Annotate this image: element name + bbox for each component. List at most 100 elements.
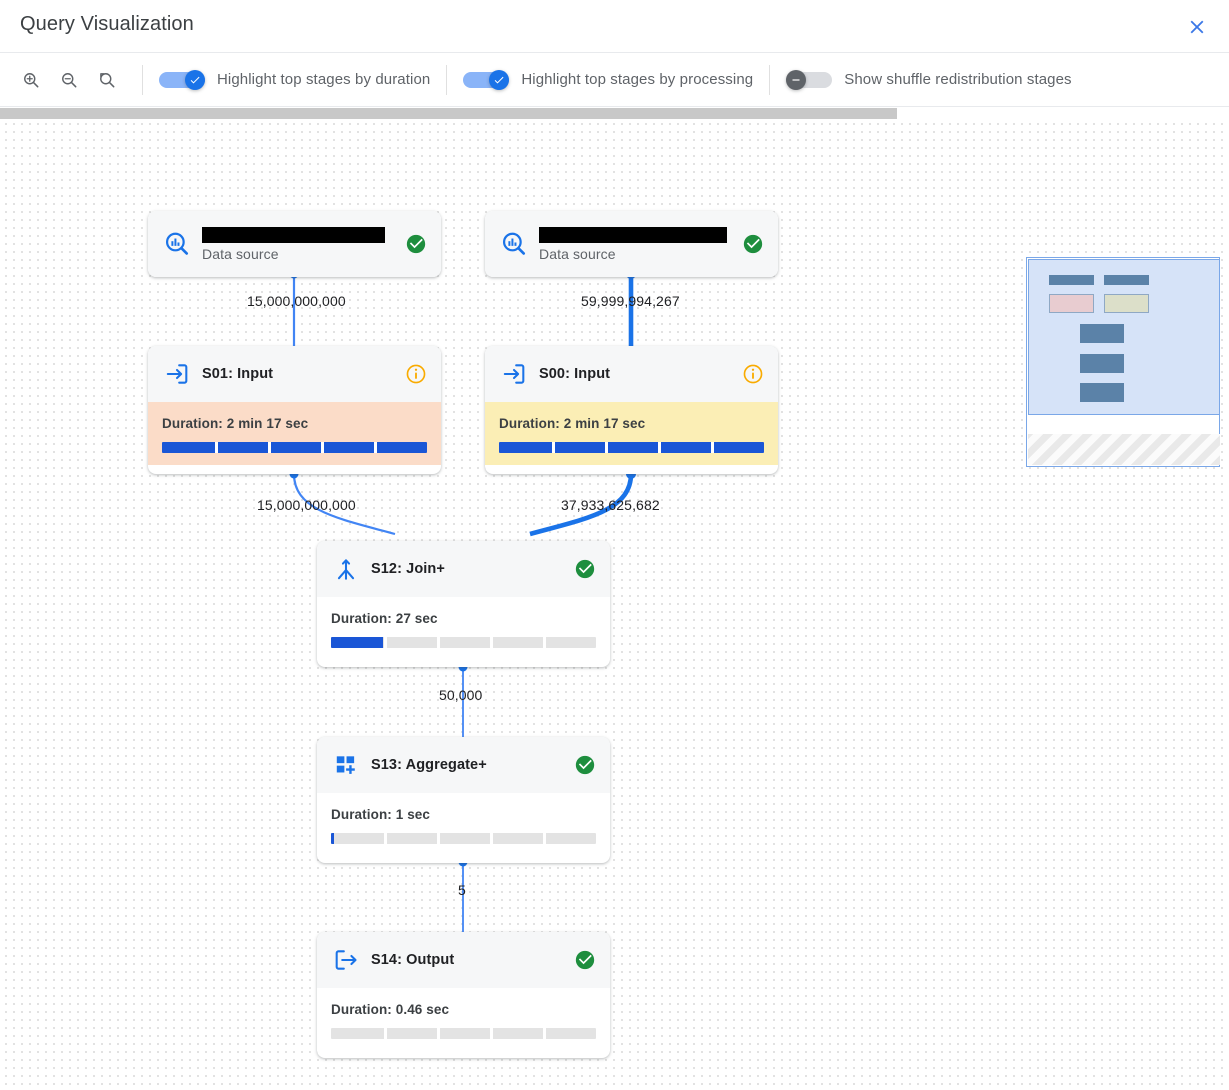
redacted-title (202, 226, 385, 243)
node-body: Duration: 27 sec (317, 597, 610, 660)
edge-label-rows: 15,000,000,000 (247, 293, 346, 309)
progress-bar (162, 442, 427, 453)
minimap-node-highlight-duration (1049, 294, 1094, 313)
toolbar: Highlight top stages by duration Highlig… (0, 53, 1229, 107)
node-body: Duration: 1 sec (317, 793, 610, 856)
node-stage-S12[interactable]: S12: Join+ Duration: 27 sec (317, 541, 610, 667)
check-circle-icon (575, 755, 595, 775)
check-icon (190, 76, 200, 83)
minimap-node (1080, 354, 1124, 373)
node-stage-S13[interactable]: S13: Aggregate+ Duration: 1 sec (317, 737, 610, 863)
minus-icon (792, 78, 800, 81)
node-title: S13: Aggregate+ (371, 757, 487, 773)
minimap-viewport[interactable] (1028, 259, 1220, 415)
dialog-header: Query Visualization (0, 0, 1229, 53)
progress-bar (331, 1028, 596, 1039)
join-merge-icon (331, 554, 361, 584)
minimap-node (1080, 324, 1124, 343)
node-data-source-0[interactable]: Data source (148, 211, 441, 277)
toolbar-divider (446, 64, 448, 95)
info-circle-icon (743, 364, 763, 384)
edge-s01-s12 (292, 473, 396, 536)
switch-thumb (786, 69, 807, 90)
redacted-title (539, 226, 727, 243)
toolbar-divider (769, 64, 771, 95)
toggle-highlight-processing[interactable]: Highlight top stages by processing (463, 53, 753, 106)
zoom-in-button[interactable] (14, 63, 48, 97)
status-badge-info[interactable] (405, 363, 427, 385)
zoom-reset-button[interactable] (90, 63, 124, 97)
check-circle-icon (406, 234, 426, 254)
close-button[interactable] (1179, 9, 1215, 45)
horizontal-scrollbar[interactable] (0, 108, 1229, 119)
node-header: S01: Input (148, 346, 441, 402)
progress-bar (331, 637, 596, 648)
zoom-in-icon (24, 72, 39, 87)
toggle-switch-shuffle[interactable] (786, 69, 833, 90)
status-badge-success (574, 754, 596, 776)
duration-label: Duration: 2 min 17 sec (162, 416, 309, 431)
minimap-node (1049, 275, 1094, 285)
data-source-subtitle: Data source (202, 245, 279, 262)
duration-label: Duration: 1 sec (331, 807, 431, 822)
input-arrow-icon (162, 359, 192, 389)
switch-thumb (489, 69, 510, 90)
duration-label: Duration: 2 min 17 sec (499, 416, 646, 431)
node-header: S00: Input (485, 346, 778, 402)
graph-canvas[interactable]: 15,000,000,000 59,999,994,267 15,000,000… (0, 119, 1229, 1090)
zoom-out-button[interactable] (52, 63, 86, 97)
minimap-node (1104, 275, 1149, 285)
toggle-label-processing: Highlight top stages by processing (521, 71, 754, 88)
node-stage-S00[interactable]: S00: Input Duration: 2 min 17 sec (485, 346, 778, 474)
node-body: Duration: 2 min 17 sec (485, 402, 778, 465)
switch-thumb (185, 69, 205, 90)
minimap[interactable] (1026, 257, 1220, 467)
toggle-highlight-duration[interactable]: Highlight top stages by duration (159, 53, 430, 106)
node-header: S13: Aggregate+ (317, 737, 610, 793)
bigquery-datasource-icon (499, 229, 529, 259)
node-title: S12: Join+ (371, 561, 445, 577)
check-circle-icon (575, 950, 595, 970)
status-badge-success (574, 949, 596, 971)
page-title: Query Visualization (20, 13, 194, 35)
info-circle-icon (406, 364, 426, 384)
toggle-label-duration: Highlight top stages by duration (217, 71, 431, 88)
node-header: S12: Join+ (317, 541, 610, 597)
edge-s00-s12 (529, 473, 634, 537)
minimap-offscreen-area (1028, 434, 1220, 465)
edge-label-rows: 50,000 (439, 687, 483, 703)
scrollbar-thumb[interactable] (0, 108, 897, 119)
edge-label-rows: 59,999,994,267 (581, 293, 680, 309)
status-badge-info[interactable] (742, 363, 764, 385)
node-data-source-1[interactable]: Data source (485, 211, 778, 277)
edge-label-rows: 37,933,625,682 (561, 497, 660, 513)
input-arrow-icon (499, 359, 529, 389)
node-body: Duration: 2 min 17 sec (148, 402, 441, 465)
duration-label: Duration: 0.46 sec (331, 1002, 450, 1017)
status-badge-success (574, 558, 596, 580)
progress-bar (499, 442, 764, 453)
zoom-controls (0, 63, 126, 97)
close-icon (1190, 20, 1204, 34)
bigquery-datasource-icon (162, 229, 192, 259)
edge-label-rows: 5 (458, 882, 466, 898)
status-badge-success (405, 233, 427, 255)
aggregate-plus-icon (331, 750, 361, 780)
toggle-show-shuffle[interactable]: Show shuffle redistribution stages (786, 53, 1072, 106)
toggle-label-shuffle: Show shuffle redistribution stages (844, 71, 1072, 88)
check-icon (495, 76, 504, 83)
toolbar-divider (142, 64, 143, 95)
node-stage-S01[interactable]: S01: Input Duration: 2 min 17 sec (148, 346, 441, 474)
progress-bar (331, 833, 596, 844)
node-title: S00: Input (539, 366, 611, 382)
check-circle-icon (575, 559, 595, 579)
zoom-reset-icon (100, 72, 115, 87)
minimap-node-highlight-processing (1104, 294, 1149, 313)
duration-label: Duration: 27 sec (331, 611, 438, 626)
data-source-subtitle: Data source (539, 245, 616, 262)
node-body: Duration: 0.46 sec (317, 988, 610, 1051)
toggle-switch-duration[interactable] (159, 69, 205, 90)
toggle-switch-processing[interactable] (463, 69, 510, 90)
node-header: S14: Output (317, 932, 610, 988)
node-stage-S14[interactable]: S14: Output Duration: 0.46 sec (317, 932, 610, 1058)
